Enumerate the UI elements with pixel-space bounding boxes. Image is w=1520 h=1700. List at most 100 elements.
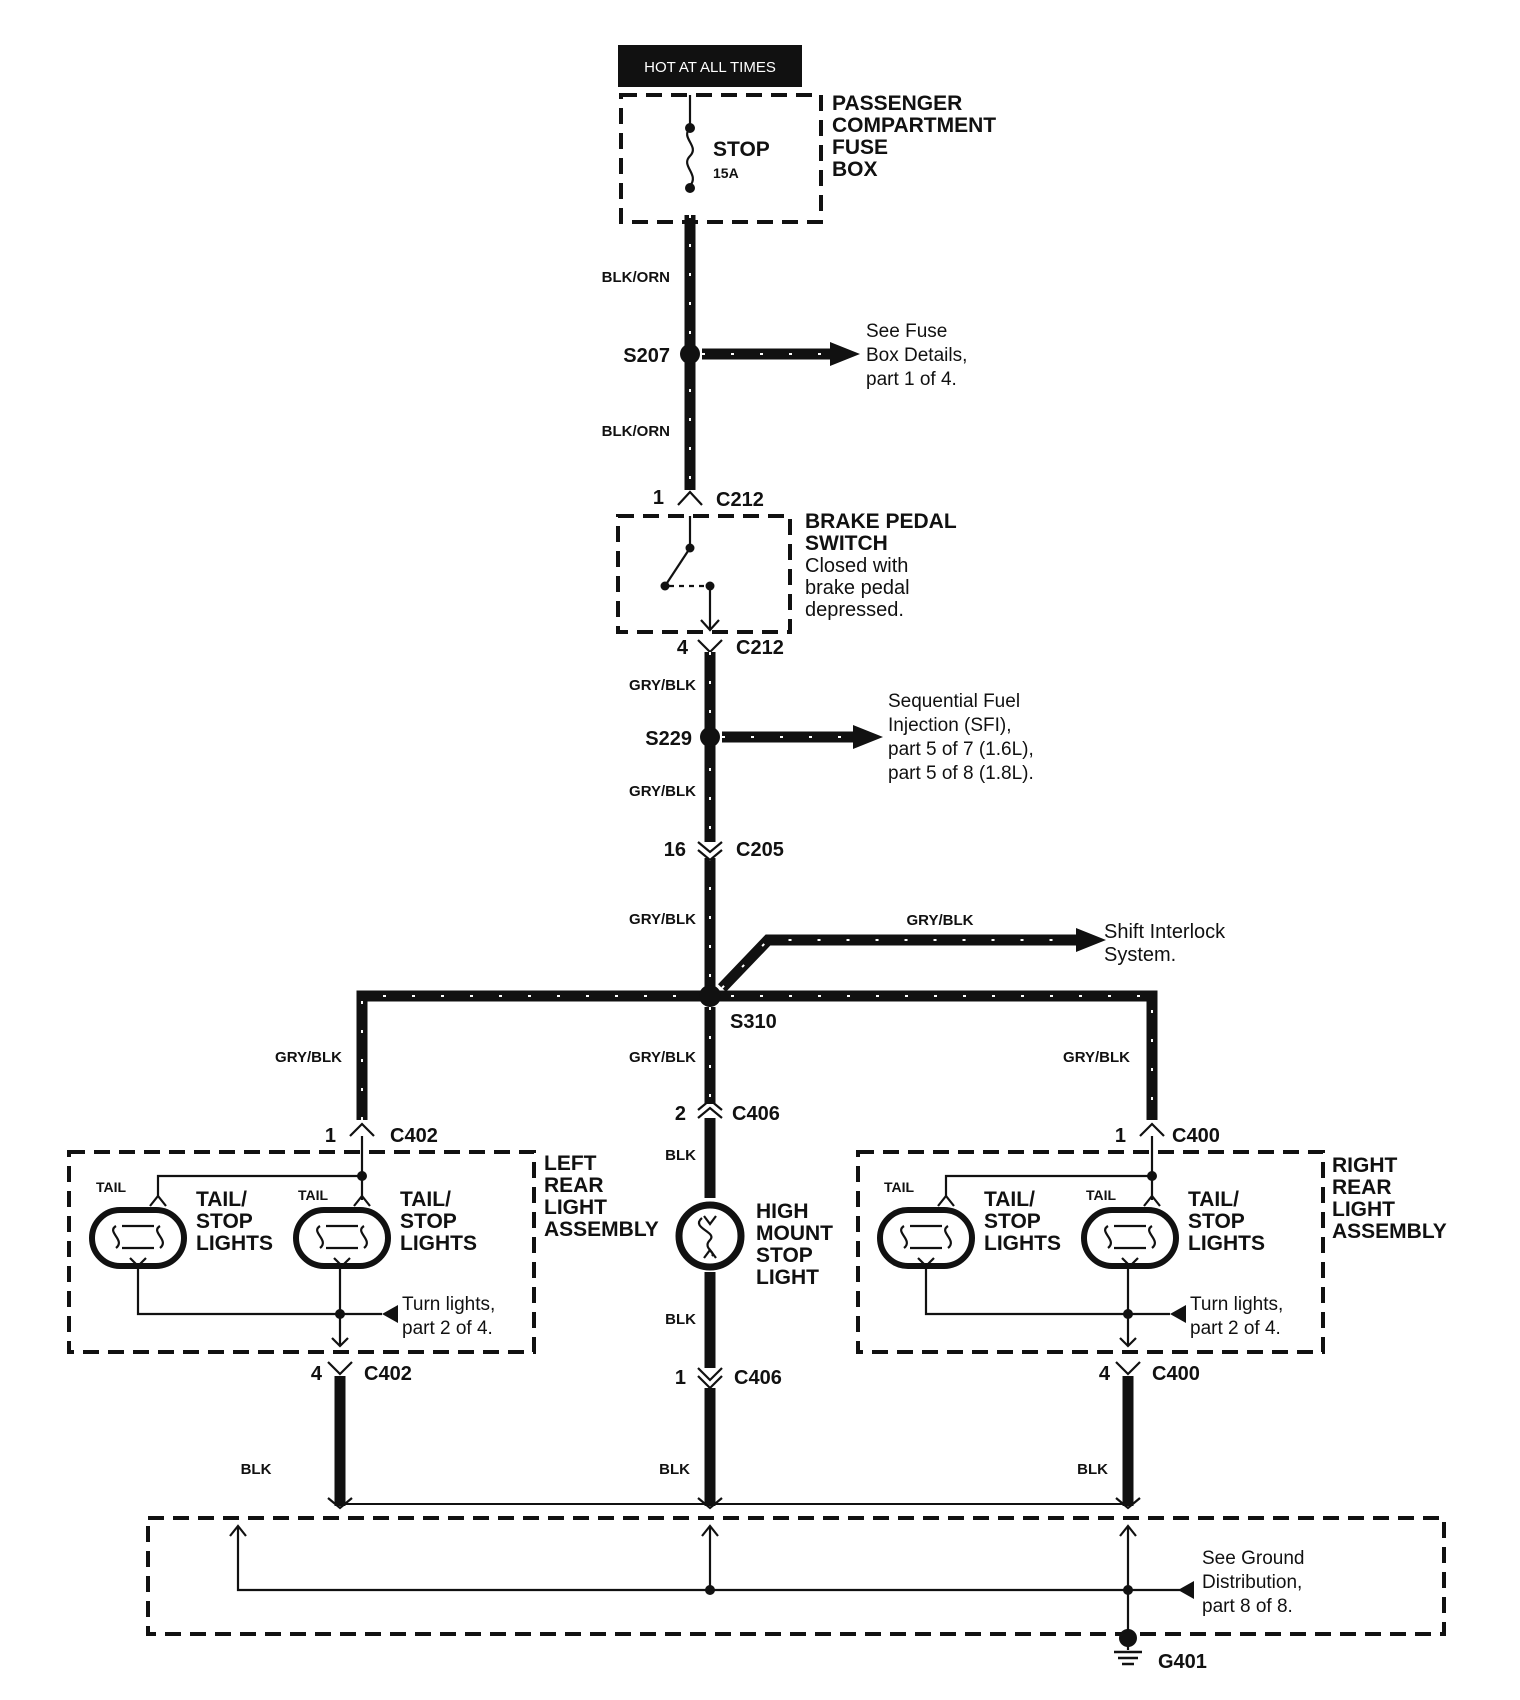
- assembly-name: REAR: [544, 1174, 604, 1197]
- wire-color-label: BLK: [659, 1461, 690, 1478]
- reference-text: Turn lights,: [1190, 1294, 1283, 1315]
- reference-text: System.: [1104, 944, 1176, 966]
- splice-label: S229: [645, 728, 692, 750]
- connector-name: C406: [734, 1367, 782, 1389]
- connector-name: C212: [716, 489, 764, 511]
- lamp-label: STOP: [196, 1210, 253, 1233]
- connector-name: C205: [736, 839, 784, 861]
- lamp-label: LIGHTS: [984, 1232, 1061, 1255]
- assembly-name: ASSEMBLY: [544, 1218, 659, 1241]
- reference-text: Distribution,: [1202, 1572, 1302, 1593]
- shift-interlock-branch: GRY/BLK Shift Interlock System.: [718, 912, 1226, 992]
- reference-text: Turn lights,: [402, 1294, 495, 1315]
- connector-pin: 16: [664, 839, 686, 861]
- bulb-icon: [89, 1207, 187, 1269]
- wire-high-mount-feed: GRY/BLK 2 C406 BLK: [629, 1007, 780, 1198]
- lamp-label: LIGHTS: [1188, 1232, 1265, 1255]
- right-assembly-outline: [856, 1150, 1325, 1354]
- connector-name: C212: [736, 637, 784, 659]
- splice-s207: S207 See Fuse Box Details, part 1 of 4.: [623, 321, 967, 390]
- lamp-label: LIGHTS: [196, 1232, 273, 1255]
- fuse-box-name-line: COMPARTMENT: [832, 114, 996, 137]
- bulb-icon: [293, 1207, 391, 1269]
- high-mount-stop-light: HIGH MOUNT STOP LIGHT BLK 1 C406 BLK: [659, 1200, 833, 1506]
- splice-label: S207: [623, 345, 670, 367]
- connector-pin: 4: [677, 637, 689, 659]
- brake-pedal-switch: BRAKE PEDAL SWITCH Closed with brake ped…: [616, 510, 957, 634]
- ground-icon: [1114, 1650, 1142, 1666]
- tail-tag: TAIL: [884, 1179, 915, 1195]
- splice-s229: S229 Sequential Fuel Injection (SFI), pa…: [645, 691, 1033, 784]
- reference-text: Box Details,: [866, 345, 967, 366]
- wire-color-label: BLK: [665, 1311, 696, 1328]
- brake-switch-title: BRAKE PEDAL: [805, 510, 957, 533]
- splice-s310: S310 GRY/BLK GRY/BLK: [275, 985, 1158, 1120]
- brake-switch-outline: [616, 514, 792, 634]
- left-rear-light-assembly: 1 C402 LEFT REAR LIGHT ASSEMBLY TAIL TAI…: [67, 1122, 659, 1506]
- reference-text: part 8 of 8.: [1202, 1596, 1293, 1617]
- connector-c212-top: 1 C212: [653, 487, 764, 511]
- wire-color-label: BLK: [241, 1461, 272, 1478]
- lamp-label: TAIL/: [984, 1188, 1035, 1211]
- connector-pin: 1: [1115, 1125, 1126, 1147]
- reference-text: Sequential Fuel: [888, 691, 1020, 712]
- arrow-icon: [1076, 928, 1106, 952]
- wire-color-label: GRY/BLK: [1063, 1049, 1130, 1066]
- ground-name: G401: [1158, 1651, 1207, 1673]
- arrow-icon: [1170, 1305, 1186, 1323]
- wire-color-label: GRY/BLK: [629, 783, 696, 800]
- splice-dot: [699, 985, 721, 1007]
- tail-stop-bulb-left-outer: [89, 1207, 187, 1269]
- connector-c205: 16 C205: [664, 839, 784, 862]
- reference-text: part 2 of 4.: [1190, 1318, 1281, 1339]
- reference-text: part 1 of 4.: [866, 369, 957, 390]
- high-mount-label: STOP: [756, 1244, 813, 1267]
- connector-pin: 4: [1099, 1363, 1111, 1385]
- assembly-name: LIGHT: [1332, 1198, 1395, 1221]
- hot-at-all-times-label: HOT AT ALL TIMES: [644, 59, 776, 76]
- splice-dot: [680, 344, 700, 364]
- tail-tag: TAIL: [1086, 1187, 1117, 1203]
- tail-stop-bulb-left-inner: [293, 1207, 391, 1269]
- lamp-label: TAIL/: [1188, 1188, 1239, 1211]
- wire-color-label: GRY/BLK: [629, 677, 696, 694]
- lamp-label: STOP: [984, 1210, 1041, 1233]
- wire-color-label: GRY/BLK: [907, 912, 974, 929]
- arrow-icon: [1178, 1581, 1194, 1599]
- tail-tag: TAIL: [298, 1187, 329, 1203]
- brake-switch-note: Closed with: [805, 555, 908, 577]
- connector-pin: 2: [675, 1103, 686, 1125]
- wire-color-label: GRY/BLK: [629, 1049, 696, 1066]
- connector-pin: 4: [311, 1363, 323, 1385]
- connector-pin: 1: [675, 1367, 686, 1389]
- fuse-box: STOP 15A PASSENGER COMPARTMENT FUSE BOX: [619, 92, 996, 224]
- reference-text: part 5 of 8 (1.8L).: [888, 763, 1034, 784]
- hot-at-all-times-tag: HOT AT ALL TIMES: [618, 45, 802, 87]
- lamp-label: TAIL/: [400, 1188, 451, 1211]
- assembly-name: ASSEMBLY: [1332, 1220, 1447, 1243]
- arrow-icon: [853, 725, 883, 749]
- wire-color-label: BLK: [665, 1147, 696, 1164]
- arrow-icon: [830, 342, 860, 366]
- reference-text: See Ground: [1202, 1548, 1304, 1569]
- bulb-icon: [1081, 1207, 1179, 1269]
- assembly-name: RIGHT: [1332, 1154, 1398, 1177]
- ground-distribution: See Ground Distribution, part 8 of 8.: [146, 1497, 1446, 1650]
- lamp-label: LIGHTS: [400, 1232, 477, 1255]
- connector-pin: 1: [653, 487, 664, 509]
- wire-color-label: GRY/BLK: [629, 911, 696, 928]
- fuse-symbol: [686, 127, 694, 187]
- reference-text: See Fuse: [866, 321, 947, 342]
- assembly-name: LEFT: [544, 1152, 597, 1175]
- fuse-name: STOP: [713, 138, 770, 161]
- splice-dot: [700, 727, 720, 747]
- fuse-box-name-line: BOX: [832, 158, 878, 181]
- lamp-label: STOP: [400, 1210, 457, 1233]
- fuse-box-name-line: PASSENGER: [832, 92, 962, 115]
- lamp-label: STOP: [1188, 1210, 1245, 1233]
- lamp-label: TAIL/: [196, 1188, 247, 1211]
- fuse-box-outline: [619, 93, 823, 224]
- reference-text: Injection (SFI),: [888, 715, 1012, 736]
- connector-name: C402: [390, 1125, 438, 1147]
- assembly-name: REAR: [1332, 1176, 1392, 1199]
